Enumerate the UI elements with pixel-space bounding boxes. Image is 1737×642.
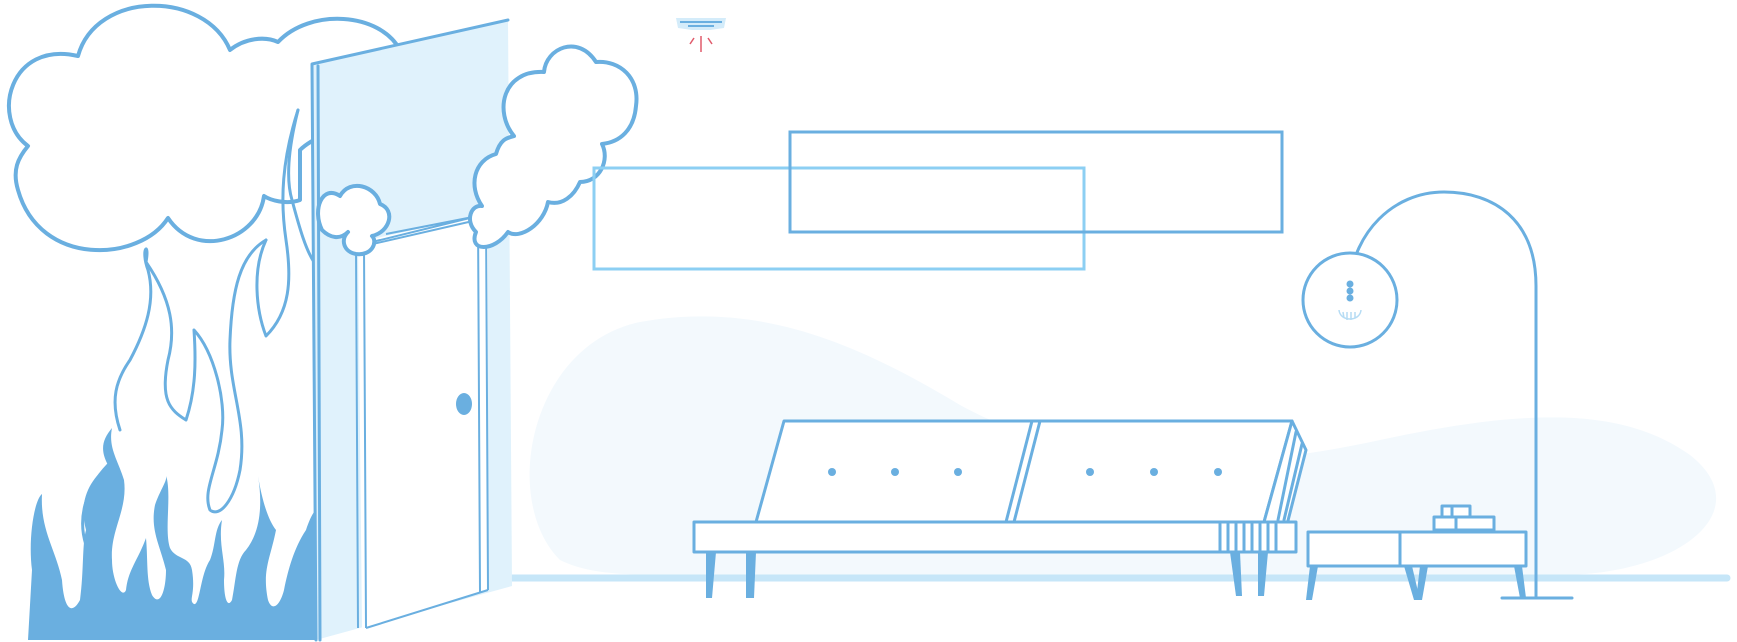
picture-frame-front (788, 130, 1284, 234)
flame-outline-5 (81, 463, 110, 547)
doorway-interior (358, 214, 488, 628)
flame-outline-4 (287, 108, 316, 264)
smoke-puff-small (316, 184, 392, 257)
picture-frame-back (592, 166, 1086, 271)
side-table (1306, 504, 1528, 600)
floor-lamp (1301, 190, 1574, 600)
flame-outline-1 (144, 238, 268, 514)
door-knob (456, 393, 472, 415)
books-stack (1432, 504, 1496, 532)
smoke-cloud-right (467, 44, 639, 249)
door-open-panel-outline (310, 18, 510, 642)
flame-outline-3 (255, 108, 300, 338)
flame-outline-2 (113, 247, 153, 432)
smoke-alarm (676, 18, 726, 52)
sofa (692, 419, 1308, 598)
bulb-filament (1338, 309, 1362, 320)
door-panel-edge (316, 64, 322, 642)
flames (28, 428, 316, 640)
